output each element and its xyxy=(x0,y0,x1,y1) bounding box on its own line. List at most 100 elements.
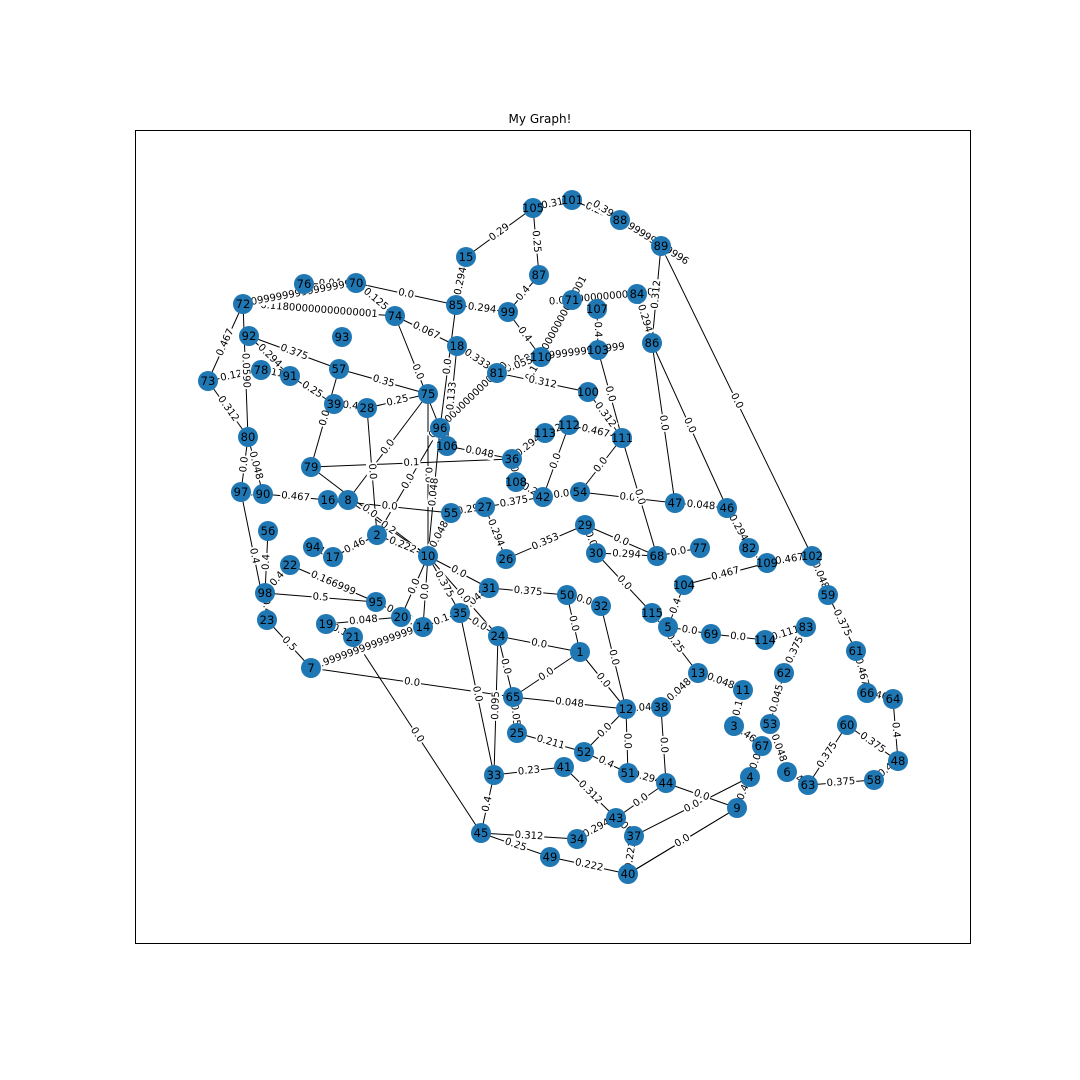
edge-label: 0.048 xyxy=(349,614,379,628)
edge-label: 0.0 xyxy=(397,287,415,301)
node-label-84: 84 xyxy=(630,287,645,301)
edge-label-group: 0.4 xyxy=(595,753,617,772)
edge-label: 0.0 xyxy=(469,616,488,634)
node-label-72: 72 xyxy=(236,297,251,311)
edge-label-background xyxy=(445,380,459,412)
node-50 xyxy=(557,585,577,605)
edge-label-background xyxy=(427,518,452,551)
edge-label: 0.31 xyxy=(540,196,564,211)
edge-label: 0.4 xyxy=(342,400,359,413)
node-33 xyxy=(484,765,504,785)
edge-label-group: 0.0 xyxy=(602,383,618,405)
edge-label-group: 0.045 xyxy=(767,682,787,715)
edge-label-background xyxy=(513,829,545,843)
edge-label-background xyxy=(704,670,737,693)
node-111 xyxy=(612,428,632,448)
edge-label-background xyxy=(402,675,422,690)
node-label-76: 76 xyxy=(297,277,312,291)
edge-label-background xyxy=(359,501,380,522)
node-label-80: 80 xyxy=(241,430,256,444)
edge-label-group: 0.0 xyxy=(468,615,490,634)
edge-label-background xyxy=(497,493,531,511)
node-label-96: 96 xyxy=(433,421,448,435)
node-label-93: 93 xyxy=(335,330,350,344)
node-51 xyxy=(618,763,638,783)
node-label-6: 6 xyxy=(783,765,790,779)
edge-label-group: 0.0 xyxy=(396,286,416,302)
node-label-48: 48 xyxy=(891,754,906,768)
node-label-58: 58 xyxy=(867,773,882,787)
edge-label-group: 0.0 xyxy=(747,751,765,772)
node-label-85: 85 xyxy=(449,298,464,312)
edge-label-group: 0.4 xyxy=(480,794,495,814)
node-label-20: 20 xyxy=(394,610,409,624)
node-label-98: 98 xyxy=(258,586,273,600)
node-6 xyxy=(777,762,797,782)
edge-label: 0.0 xyxy=(657,414,670,431)
node-label-60: 60 xyxy=(840,718,855,732)
edge-label-group: 0.294 xyxy=(452,264,470,298)
edge-label: 0.0 xyxy=(553,488,570,501)
edge-label-background xyxy=(307,568,359,599)
edge-label-background xyxy=(830,606,854,640)
edge-label: 0.294 xyxy=(467,301,497,316)
node-114 xyxy=(755,630,775,650)
node-37 xyxy=(624,826,644,846)
node-55 xyxy=(441,503,461,523)
edge-label-background xyxy=(340,399,361,413)
edge-label-background xyxy=(461,346,493,373)
edge-label-group: 0.0 xyxy=(668,544,689,560)
edge-label-group: 0.467 xyxy=(773,551,806,568)
edge-label-background xyxy=(727,390,746,412)
edge-label: 0.0 xyxy=(381,500,398,513)
node-89 xyxy=(651,236,671,256)
edge-label-background xyxy=(566,613,581,634)
node-7 xyxy=(301,658,321,678)
node-39 xyxy=(324,394,344,414)
edge-label-group: 0.312 xyxy=(575,777,605,808)
edge-label-background xyxy=(455,502,481,518)
node-101 xyxy=(562,190,582,210)
node-13 xyxy=(688,663,708,683)
node-label-70: 70 xyxy=(349,276,364,290)
edge-label: 0.0 xyxy=(619,491,636,504)
edge-label-background xyxy=(734,782,753,803)
edge-label-group: 0.375 xyxy=(856,729,889,757)
edge-label: 0.0 xyxy=(408,725,426,744)
node-label-21: 21 xyxy=(346,630,361,644)
edge-label-group: 0.048 xyxy=(704,670,737,693)
edge-label: 0.0 xyxy=(470,685,484,703)
edge-label: 0.222 xyxy=(574,857,604,874)
edge-label-group: 0.0 xyxy=(469,684,485,704)
node-84 xyxy=(627,284,647,304)
edge-label-background xyxy=(486,220,513,245)
edge-label-background xyxy=(783,633,807,667)
node-30 xyxy=(586,543,606,563)
node-35 xyxy=(450,603,470,623)
edge-label-group: 0.133 xyxy=(445,380,459,412)
node-label-110: 110 xyxy=(530,350,552,364)
edge-label-background xyxy=(502,835,529,855)
edge-label-background xyxy=(572,856,606,875)
edge-label-background xyxy=(679,623,700,638)
node-4 xyxy=(740,767,760,787)
edge-label-group: 0.11800000000000001 xyxy=(523,273,590,384)
node-label-37: 37 xyxy=(627,829,642,843)
edge-label-background xyxy=(593,670,613,691)
node-label-105: 105 xyxy=(522,201,544,215)
edge-label: 0.0 xyxy=(423,467,434,483)
edge-label-group: 0.375 xyxy=(497,493,531,511)
edge-label-group: 0.4 xyxy=(340,399,361,413)
node-10 xyxy=(418,546,438,566)
edge-label-background xyxy=(680,415,699,436)
edge-label-background xyxy=(508,702,522,728)
node-24 xyxy=(488,626,508,646)
edge-label: 0.0 xyxy=(419,583,431,600)
edge-label-group: 0.375 xyxy=(825,775,857,790)
edge-label: 0.312 xyxy=(650,280,664,310)
node-label-26: 26 xyxy=(499,552,514,566)
edge-label-group: 0.222 xyxy=(623,839,639,871)
node-20 xyxy=(391,607,411,627)
